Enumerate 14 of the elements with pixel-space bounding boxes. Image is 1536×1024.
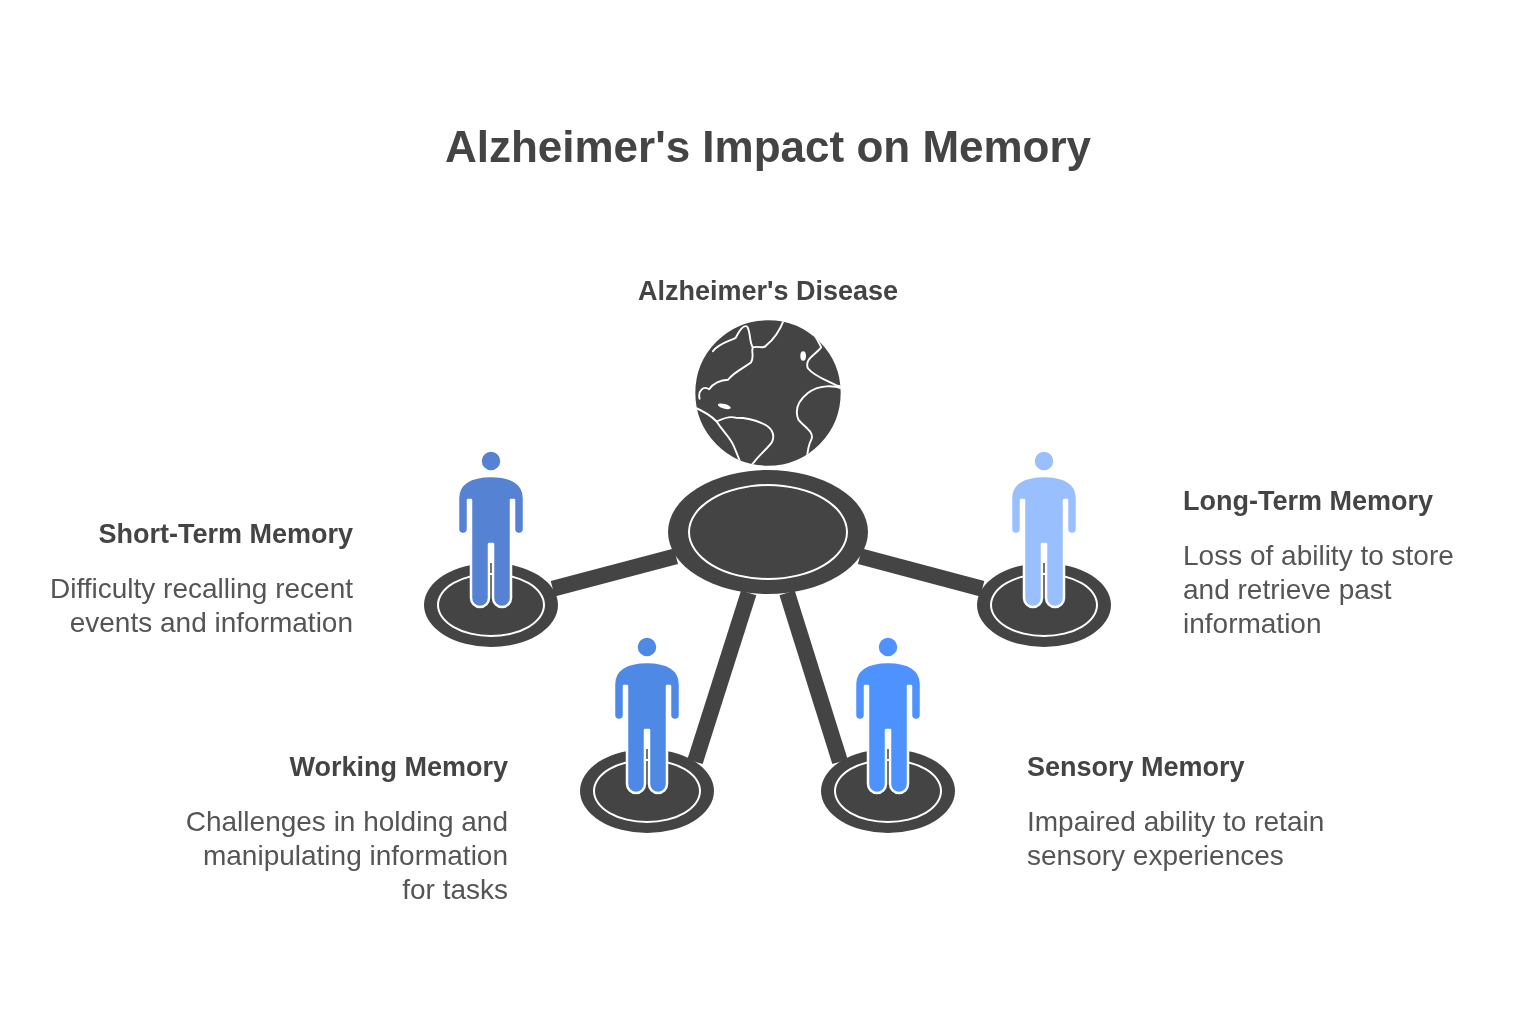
heading: Working Memory (289, 751, 508, 783)
description: Difficulty recalling recent events and information (49, 572, 353, 640)
title: Alzheimer's Impact on Memory (444, 121, 1092, 173)
heading: Long-Term Memory (1183, 485, 1433, 517)
connector-line (687, 590, 757, 765)
connector-line (857, 548, 985, 597)
connector-line (550, 548, 678, 597)
heading: Sensory Memory (1027, 751, 1245, 783)
description: Impaired ability to retain sensory experiences (1027, 805, 1326, 873)
description: Challenges in holding and manipulating information for tasks (184, 805, 508, 907)
heading: Alzheimer's Disease (637, 275, 899, 307)
heading: Short-Term Memory (98, 518, 353, 550)
connector-line (779, 590, 848, 765)
description: Loss of ability to store and retrieve past information (1183, 539, 1455, 641)
